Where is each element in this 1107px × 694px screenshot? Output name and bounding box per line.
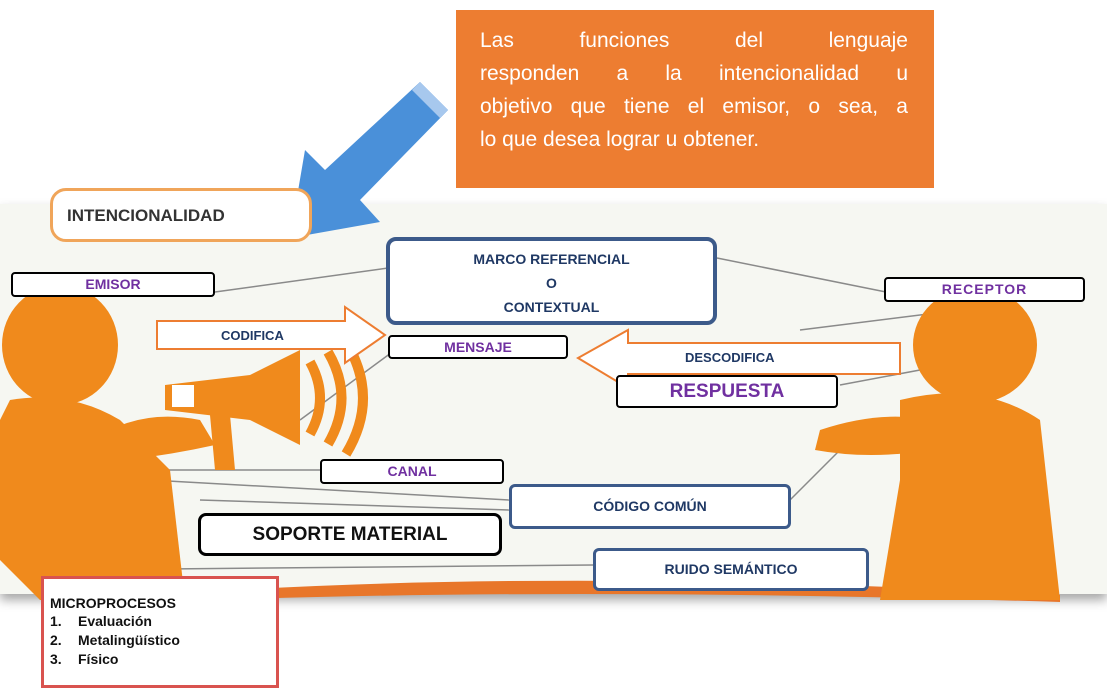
respuesta-label: RESPUESTA [616, 375, 838, 408]
item-number: 2. [50, 632, 62, 648]
receptor-label: RECEPTOR [884, 277, 1085, 302]
intencionalidad-callout: Las funciones del lenguaje responden a l… [456, 10, 934, 188]
emisor-label: EMISOR [11, 272, 215, 297]
list-item: 3. Físico [50, 651, 276, 670]
marco-line-3: CONTEXTUAL [503, 299, 600, 315]
receptor-figure [815, 287, 1060, 600]
callout-line-4: lo que desea lograr u obtener. [480, 128, 760, 151]
emisor-figure [0, 285, 215, 600]
canal-label: CANAL [320, 459, 504, 484]
intencionalidad-label: INTENCIONALIDAD [50, 188, 312, 242]
marco-line-2: O [546, 275, 557, 291]
ruido-semantico-box: RUIDO SEMÁNTICO [593, 548, 869, 591]
codigo-comun-box: CÓDIGO COMÚN [509, 484, 791, 529]
blue-arrow-icon [290, 82, 448, 238]
item-number: 3. [50, 651, 62, 667]
microprocesos-title: MICROPROCESOS [50, 595, 177, 611]
list-item: 2. Metalingüístico [50, 632, 276, 651]
mensaje-label: MENSAJE [388, 335, 568, 359]
marco-referencial-box: MARCO REFERENCIAL O CONTEXTUAL [386, 237, 717, 325]
megaphone-icon [165, 339, 368, 470]
codifica-label: CODIFICA [221, 328, 284, 343]
item-text: Evaluación [78, 613, 152, 629]
item-number: 1. [50, 613, 62, 629]
callout-line-2: responden a la intencionalidad u [480, 62, 908, 85]
list-item: 1. Evaluación [50, 613, 276, 632]
item-text: Metalingüístico [78, 632, 180, 648]
callout-line-1: Las funciones del lenguaje [480, 29, 908, 52]
soporte-material-box: SOPORTE MATERIAL [198, 513, 502, 556]
microprocesos-box: MICROPROCESOS 1. Evaluación 2. Metalingü… [41, 576, 279, 688]
descodifica-arrow [576, 328, 901, 390]
codifica-arrow [156, 305, 387, 365]
item-text: Físico [78, 651, 119, 667]
descodifica-label: DESCODIFICA [685, 350, 775, 365]
marco-line-1: MARCO REFERENCIAL [473, 251, 630, 267]
callout-line-3: objetivo que tiene el emisor, o sea, a [480, 95, 908, 118]
